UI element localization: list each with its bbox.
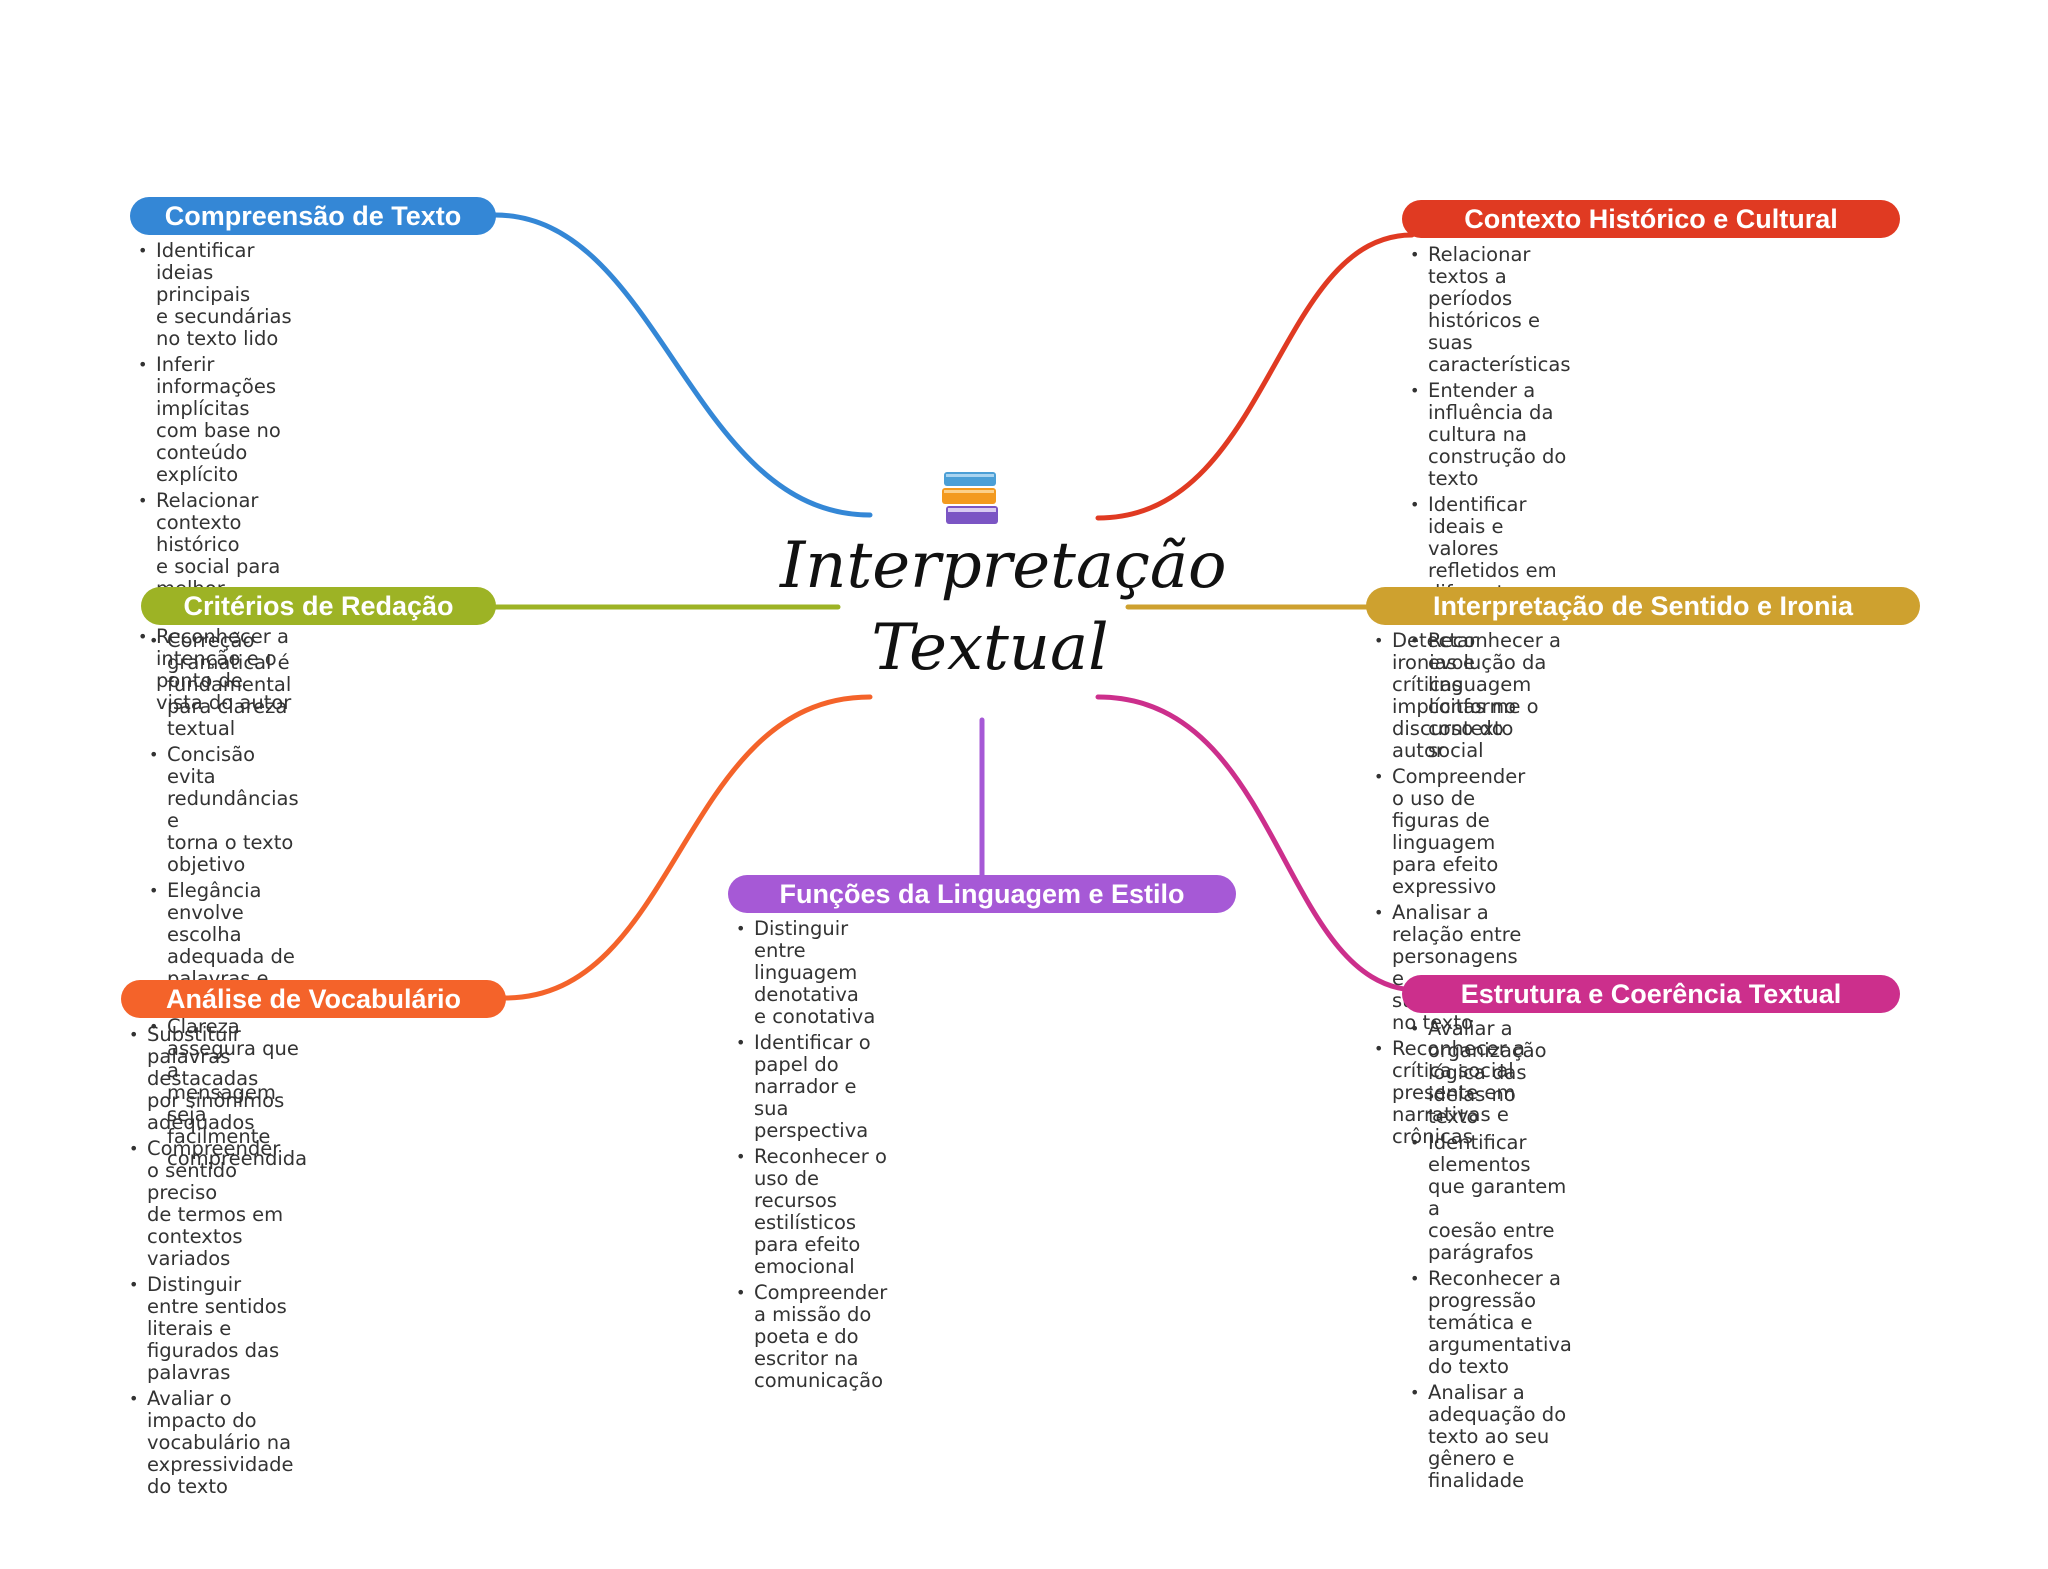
list-item: Reconhecer a progressão temática eargume… <box>1404 1268 1572 1378</box>
connector-contexto <box>1095 232 1415 521</box>
branch-title-contexto[interactable]: Contexto Histórico e Cultural <box>1402 200 1900 238</box>
list-item: Analisar a adequação do texto ao seugêne… <box>1404 1382 1572 1492</box>
central-title-line1: Interpretação <box>780 529 1227 603</box>
connector-estrutura <box>1095 694 1415 993</box>
connector-compreensao <box>492 212 873 518</box>
branch-title-funcoes[interactable]: Funções da Linguagem e Estilo <box>728 875 1236 913</box>
list-item: Analisar a relação entre personagens esu… <box>1368 902 1525 1034</box>
list-item: Entender a influência da cultura naconst… <box>1404 380 1570 490</box>
branch-title-estrutura[interactable]: Estrutura e Coerência Textual <box>1402 975 1900 1013</box>
connector-vocabulario <box>502 694 873 1001</box>
branch-title-compreensao[interactable]: Compreensão de Texto <box>130 197 496 235</box>
branch-title-criterios[interactable]: Critérios de Redação <box>141 587 496 625</box>
central-title-line2: Textual <box>871 611 1109 685</box>
branch-title-vocabulario[interactable]: Análise de Vocabulário <box>121 980 506 1018</box>
list-item: Identificar o papel do narrador e suaper… <box>730 1032 887 1142</box>
list-item: Reconhecer o uso de recursosestilísticos… <box>730 1146 887 1278</box>
branch-title-sentido[interactable]: Interpretação de Sentido e Ironia <box>1366 587 1920 625</box>
central-topic: Interpretação Textual <box>780 525 1227 689</box>
list-item: Identificar elementos que garantem acoes… <box>1404 1132 1572 1264</box>
books-icon <box>942 472 998 524</box>
list-item: Detectar ironias e críticas implícitas n… <box>1368 630 1525 762</box>
list-item: Compreender a missão do poeta e doescrit… <box>730 1282 887 1392</box>
list-item: Compreender o uso de figuras de linguage… <box>1368 766 1525 898</box>
